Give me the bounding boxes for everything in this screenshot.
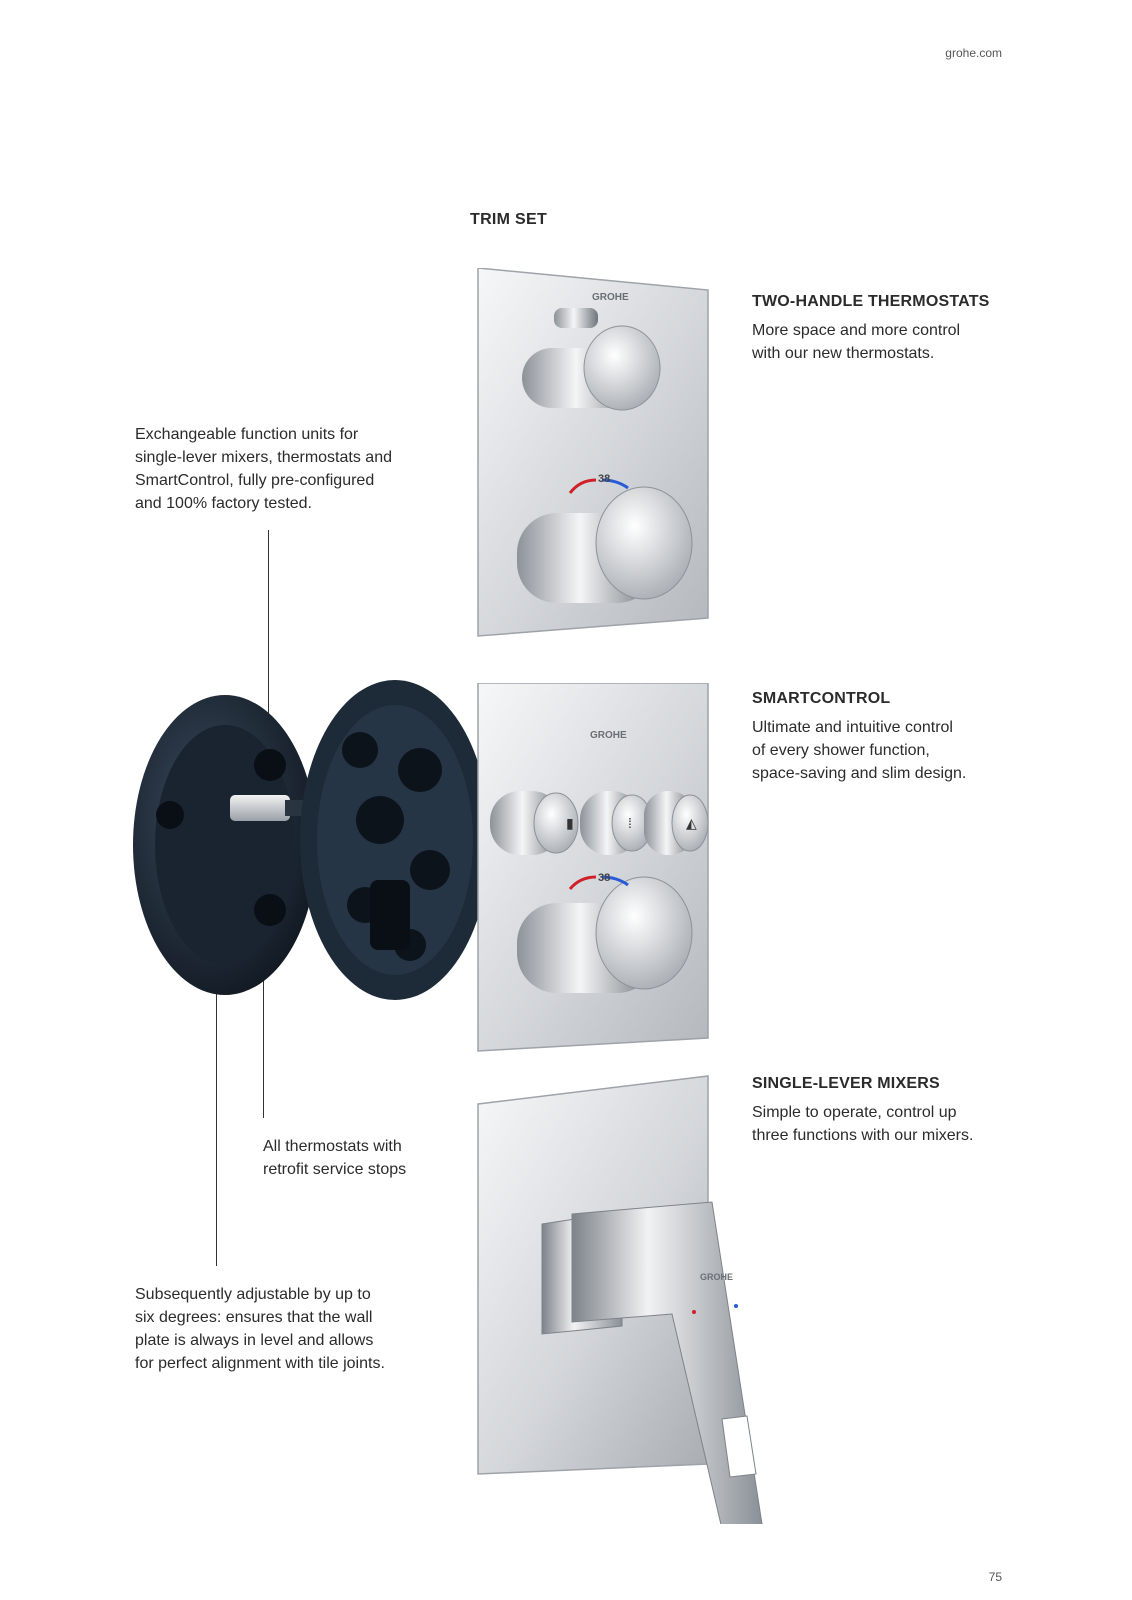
feature-two-handle-thermostats: TWO-HANDLE THERMOSTATS More space and mo…: [752, 293, 1022, 365]
feature-body: Simple to operate, control up three func…: [752, 1104, 974, 1144]
section-title: TRIM SET: [470, 211, 548, 228]
leader-line-service-stops: [263, 905, 264, 1118]
feature-title: SINGLE-LEVER MIXERS: [752, 1075, 940, 1092]
rain-shower-icon: ⁞: [628, 815, 632, 831]
page-number: 75: [988, 1570, 1002, 1584]
feature-smartcontrol: SMARTCONTROL Ultimate and intuitive cont…: [752, 690, 1022, 785]
feature-body: Ultimate and intuitive control of every …: [752, 719, 967, 782]
temperature-label: 38: [598, 473, 611, 485]
feature-body: More space and more control with our new…: [752, 322, 961, 362]
site-url: grohe.com: [945, 46, 1002, 60]
callout-adjustable: Subsequently adjustable by up to six deg…: [135, 1286, 385, 1372]
smartcontrol-plate: [477, 683, 709, 1052]
single-lever-mixer-plate: [477, 1075, 763, 1524]
brand-logo: GROHE: [590, 730, 627, 741]
shower-function-icon: ▮: [566, 815, 574, 831]
feature-title: SMARTCONTROL: [752, 690, 891, 707]
hand-shower-icon: ◭: [686, 815, 697, 831]
two-handle-thermostat-plate: [477, 268, 709, 637]
callout-service-stops: All thermostats with retrofit service st…: [263, 1138, 407, 1178]
feature-title: TWO-HANDLE THERMOSTATS: [752, 293, 990, 310]
callout-function-units: Exchangeable function units for single-l…: [135, 426, 392, 512]
feature-single-lever-mixers: SINGLE-LEVER MIXERS Simple to operate, c…: [752, 1075, 1022, 1147]
installation-body-illustration: [133, 680, 480, 1000]
brand-logo: GROHE: [700, 1272, 734, 1282]
leader-line-adjustable: [216, 930, 217, 1266]
brand-logo: GROHE: [592, 292, 629, 303]
temperature-label: 38: [598, 872, 611, 884]
leader-line-function-units: [268, 530, 269, 770]
